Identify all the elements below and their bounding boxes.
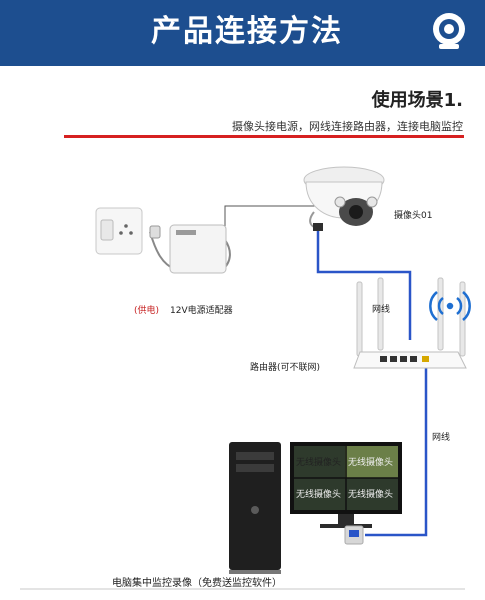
header-banner: 产品连接方法 [0, 0, 485, 66]
router-label: 路由器(可不联网) [250, 363, 321, 373]
scene-title: 使用场景1. [371, 90, 463, 111]
camera-label: 摄像头01 [394, 211, 433, 221]
power-cord [224, 205, 318, 240]
network-plug-icon [344, 525, 364, 545]
camera-lens-icon [433, 13, 465, 49]
network-cable-router-computer [365, 366, 428, 537]
wifi-signal-icon [429, 291, 471, 321]
desktop-tower-icon [229, 442, 281, 574]
wall-socket-icon [95, 207, 143, 255]
router-icon [353, 277, 467, 369]
scene-subtitle: 摄像头接电源，网线连接路由器，连接电脑监控 [232, 120, 463, 133]
monitor-tile-label: 无线摄像头 [348, 490, 394, 500]
page-title: 产品连接方法 [151, 14, 343, 49]
cable-label-router-computer: 网线 [432, 433, 451, 443]
monitor-tile-label: 无线摄像头 [348, 458, 394, 468]
adapter-note-label: (供电) [134, 306, 160, 316]
footer-divider [20, 588, 465, 590]
adapter-label: 12V电源适配器 [170, 306, 233, 316]
cable-label-camera-router: 网线 [372, 305, 391, 315]
dome-camera-icon [303, 166, 385, 231]
monitor-tile-label: 无线摄像头 [296, 490, 342, 500]
monitor-icon [290, 442, 402, 528]
accent-divider [64, 135, 464, 138]
power-adapter-icon [149, 224, 231, 274]
monitor-tile-label: 无线摄像头 [296, 458, 342, 468]
network-cable-camera-router [316, 228, 412, 340]
computer-label: 电脑集中监控录像（免费送监控软件） [112, 578, 282, 589]
